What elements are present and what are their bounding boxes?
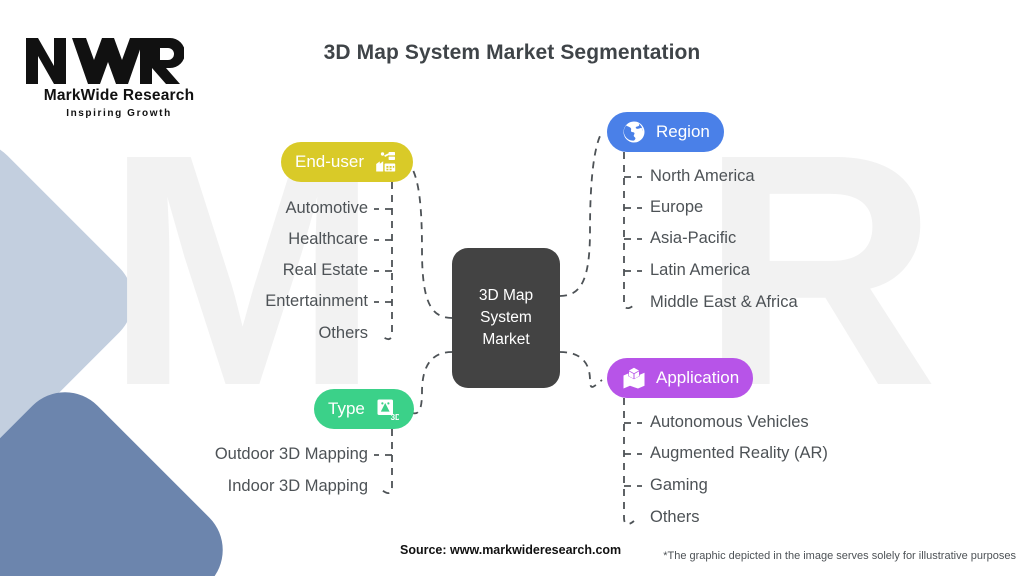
list-item-region-3: Latin America: [650, 261, 750, 279]
mwr-logo-icon: [26, 38, 184, 84]
list-item-region-0: North America: [650, 167, 755, 185]
list-item-enduser-0: Automotive: [285, 199, 368, 217]
center-node-line-1: 3D Map: [478, 287, 534, 304]
center-node-line-2: System: [480, 309, 532, 326]
branch-badge-type[interactable]: Type 3D: [314, 389, 414, 429]
list-item-region-4: Middle East & Africa: [650, 293, 798, 311]
branch-label-region: Region: [656, 122, 710, 141]
branch-label-application: Application: [656, 368, 740, 387]
cube-3d-icon: 3D: [374, 396, 400, 422]
logo-tagline: Inspiring Growth: [66, 108, 172, 119]
list-item-application-2: Gaming: [650, 476, 708, 494]
list-item-type-1: Indoor 3D Mapping: [227, 477, 368, 495]
globe-icon: [621, 119, 647, 145]
branch-badge-application[interactable]: Application: [607, 358, 754, 398]
factory-robot-icon: [373, 149, 399, 175]
list-item-application-0: Autonomous Vehicles: [650, 413, 809, 431]
list-item-type-0: Outdoor 3D Mapping: [214, 445, 368, 463]
page-title: 3D Map System Market Segmentation: [323, 41, 701, 64]
list-item-enduser-1: Healthcare: [288, 230, 368, 248]
branch-badge-region[interactable]: Region: [607, 112, 724, 152]
logo-company-name: MarkWide Research: [43, 87, 195, 104]
list-item-region-2: Asia-Pacific: [650, 229, 737, 247]
list-item-enduser-2: Real Estate: [282, 261, 368, 279]
branch-badge-enduser[interactable]: End-user: [281, 142, 413, 182]
list-item-enduser-3: Entertainment: [265, 292, 368, 310]
center-node-label: 3D Map System Market: [479, 285, 533, 351]
disclaimer-note: *The graphic depicted in the image serve…: [663, 550, 1016, 562]
branch-label-enduser: End-user: [295, 152, 364, 171]
list-item-enduser-4: Others: [318, 324, 368, 342]
list-item-application-1: Augmented Reality (AR): [650, 444, 828, 462]
svg-text:3D: 3D: [390, 413, 398, 421]
source-credit: Source: www.markwideresearch.com: [400, 543, 622, 557]
brand-logo: MarkWide Research Inspiring Growth: [24, 30, 214, 119]
map-cube-icon: [621, 365, 647, 391]
list-item-application-3: Others: [650, 508, 700, 526]
list-item-region-1: Europe: [650, 198, 704, 216]
center-node-line-3: Market: [482, 331, 530, 348]
center-node: 3D Map System Market: [452, 248, 560, 388]
branch-label-type: Type: [328, 399, 365, 418]
